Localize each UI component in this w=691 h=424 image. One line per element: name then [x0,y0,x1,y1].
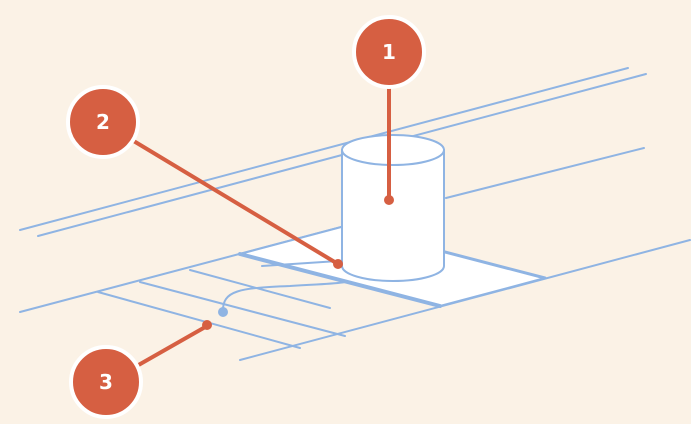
leader-line-2 [130,138,340,266]
sealant-line [221,281,346,313]
callout-1-circle [352,15,426,89]
flashing-edge-front [238,252,442,308]
callout-2-label: 2 [96,110,110,134]
leader-endpoints [202,195,394,330]
leader-endpoint-2 [333,259,343,269]
callout-1-label: 1 [382,40,396,64]
upper-framing-line-1 [19,67,629,231]
rafter-line-3 [189,269,331,309]
sealant-dot [218,307,228,317]
leader-lines [130,83,391,369]
leader-endpoint-3 [202,320,212,330]
callout-3[interactable]: 3 [69,345,143,419]
callout-2[interactable]: 2 [66,85,140,159]
callout-2-circle [66,85,140,159]
callout-3-circle [69,345,143,419]
pipe-cylinder-body [341,149,445,282]
rafter-line-2 [139,281,346,337]
flashing-edge-left [239,225,346,255]
flashing-edge-right [439,277,546,307]
rafter-line-1 [97,291,301,349]
callout-3-label: 3 [99,370,113,394]
upper-framing-line-3 [445,147,645,199]
callout-1[interactable]: 1 [352,15,426,89]
pipe-cylinder-top [341,134,445,166]
leader-endpoint-1 [384,195,394,205]
leader-line-3 [133,324,209,369]
pipe-cylinder [341,134,445,282]
